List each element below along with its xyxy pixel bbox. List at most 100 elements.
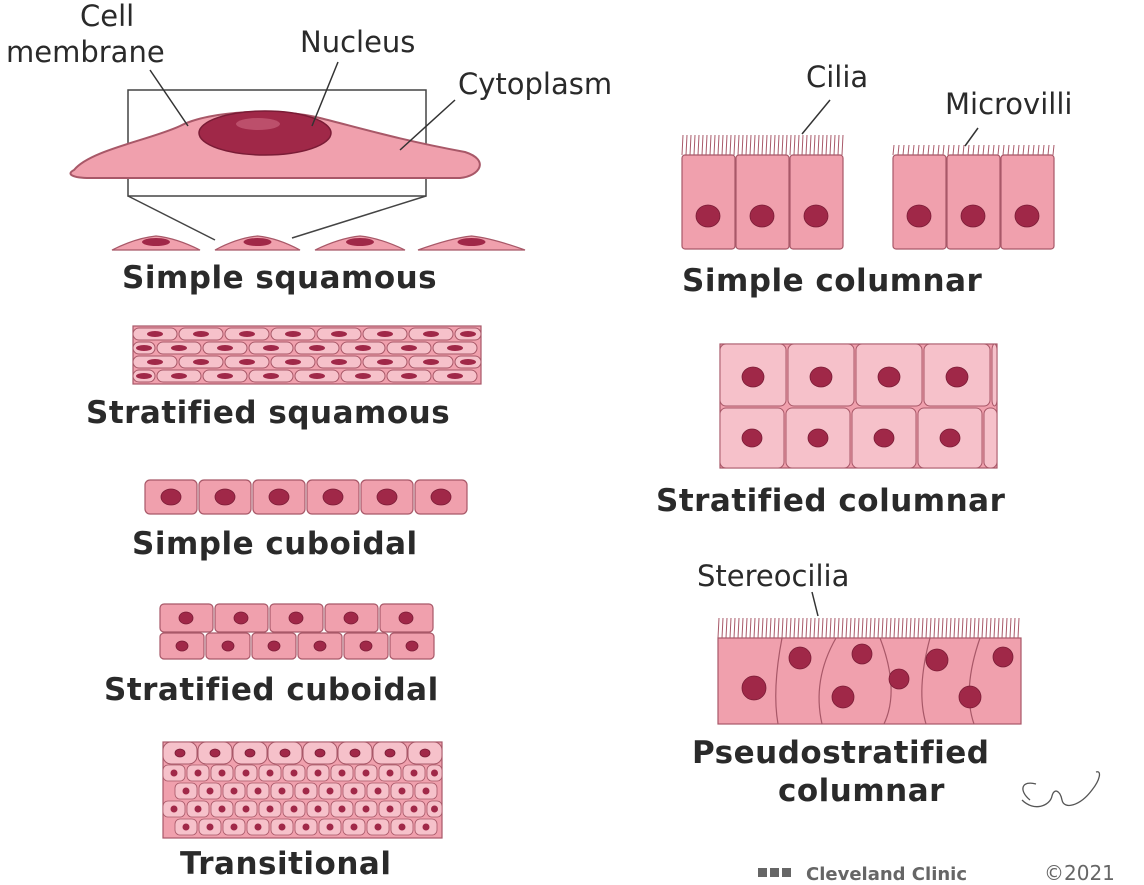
nucleus: [423, 788, 430, 795]
nucleus: [423, 824, 430, 831]
nucleus: [171, 373, 187, 379]
nucleus: [195, 770, 202, 777]
cell: [790, 155, 843, 249]
nucleus: [360, 641, 372, 651]
nucleus: [327, 824, 334, 831]
nucleus: [423, 359, 439, 365]
pointer-line: [812, 592, 818, 616]
cell: [947, 155, 1000, 249]
nucleus: [331, 331, 347, 337]
stereocilia-label: Stereocilia: [697, 562, 849, 591]
nucleus: [245, 749, 255, 757]
nucleus: [339, 770, 346, 777]
nucleus: [244, 238, 272, 246]
nucleus: [175, 749, 185, 757]
transitional-illustration: [163, 742, 442, 838]
nucleus: [195, 806, 202, 813]
nucleus: [255, 788, 262, 795]
nucleus: [231, 824, 238, 831]
nucleus: [375, 788, 382, 795]
nucleus: [215, 489, 235, 505]
cell: [682, 155, 735, 249]
nucleus-highlight: [236, 118, 280, 130]
stratified-cuboidal-title: Stratified cuboidal: [104, 675, 439, 706]
nucleus: [346, 238, 374, 246]
cell-membrane-label-line2: membrane: [6, 38, 165, 67]
nucleus: [878, 367, 900, 387]
nucleus: [315, 770, 322, 777]
nucleus: [219, 806, 226, 813]
nucleus: [351, 824, 358, 831]
nucleus: [810, 367, 832, 387]
nucleus: [303, 788, 310, 795]
nucleus: [231, 788, 238, 795]
zoom-line: [128, 196, 215, 240]
nucleus: [411, 806, 418, 813]
nucleus: [742, 676, 766, 700]
copyright-text: ©2021: [1044, 863, 1115, 883]
nucleus: [804, 205, 828, 227]
nucleus: [375, 824, 382, 831]
nucleus: [331, 359, 347, 365]
nucleus: [399, 612, 413, 624]
nucleus: [344, 612, 358, 624]
nucleus: [460, 359, 476, 365]
cell-membrane-label-line1: Cell: [80, 2, 134, 31]
nucleus: [210, 749, 220, 757]
nucleus: [263, 345, 279, 351]
nucleus: [234, 612, 248, 624]
nucleus: [315, 806, 322, 813]
enlarged-nucleus: [199, 111, 331, 155]
stereocilia: [718, 618, 1019, 638]
nucleus: [696, 205, 720, 227]
nucleus: [350, 749, 360, 757]
nucleus: [431, 770, 438, 777]
simple-squamous-illustration: [71, 90, 525, 250]
nucleus: [243, 770, 250, 777]
cell: [1001, 155, 1054, 249]
pseudostratified-title-line2: columnar: [778, 776, 945, 807]
nucleus: [420, 749, 430, 757]
nucleus: [377, 489, 397, 505]
nucleus: [303, 824, 310, 831]
nucleus: [907, 205, 931, 227]
logo-mark: [758, 868, 767, 877]
nucleus: [183, 824, 190, 831]
nucleus: [161, 489, 181, 505]
nucleus: [411, 770, 418, 777]
nucleus: [309, 345, 325, 351]
stratified-columnar-illustration: [720, 344, 997, 468]
nucleus: [377, 359, 393, 365]
nucleus: [889, 669, 909, 689]
nucleus: [742, 367, 764, 387]
pointer-line: [802, 100, 830, 134]
nucleus: [363, 770, 370, 777]
nucleus: [852, 644, 872, 664]
nucleus: [447, 345, 463, 351]
nucleus: [339, 806, 346, 813]
nucleus: [808, 429, 828, 447]
nucleus: [309, 373, 325, 379]
nucleus: [385, 749, 395, 757]
nucleus-label: Nucleus: [300, 28, 415, 57]
pseudostratified-title-line1: Pseudostratified: [692, 738, 989, 769]
nucleus: [323, 489, 343, 505]
cytoplasm-label: Cytoplasm: [458, 70, 612, 99]
nucleus: [255, 824, 262, 831]
nucleus: [280, 749, 290, 757]
nucleus: [447, 373, 463, 379]
nucleus: [289, 612, 303, 624]
nucleus: [961, 205, 985, 227]
pointer-line: [965, 128, 978, 146]
nucleus: [423, 331, 439, 337]
nucleus: [267, 806, 274, 813]
nucleus: [207, 824, 214, 831]
nucleus: [239, 359, 255, 365]
cilia-label: Cilia: [806, 63, 868, 92]
nucleus: [193, 331, 209, 337]
nucleus: [219, 770, 226, 777]
nucleus: [750, 205, 774, 227]
nucleus: [291, 770, 298, 777]
stratified-squamous-illustration: [133, 326, 481, 384]
nucleus: [399, 788, 406, 795]
